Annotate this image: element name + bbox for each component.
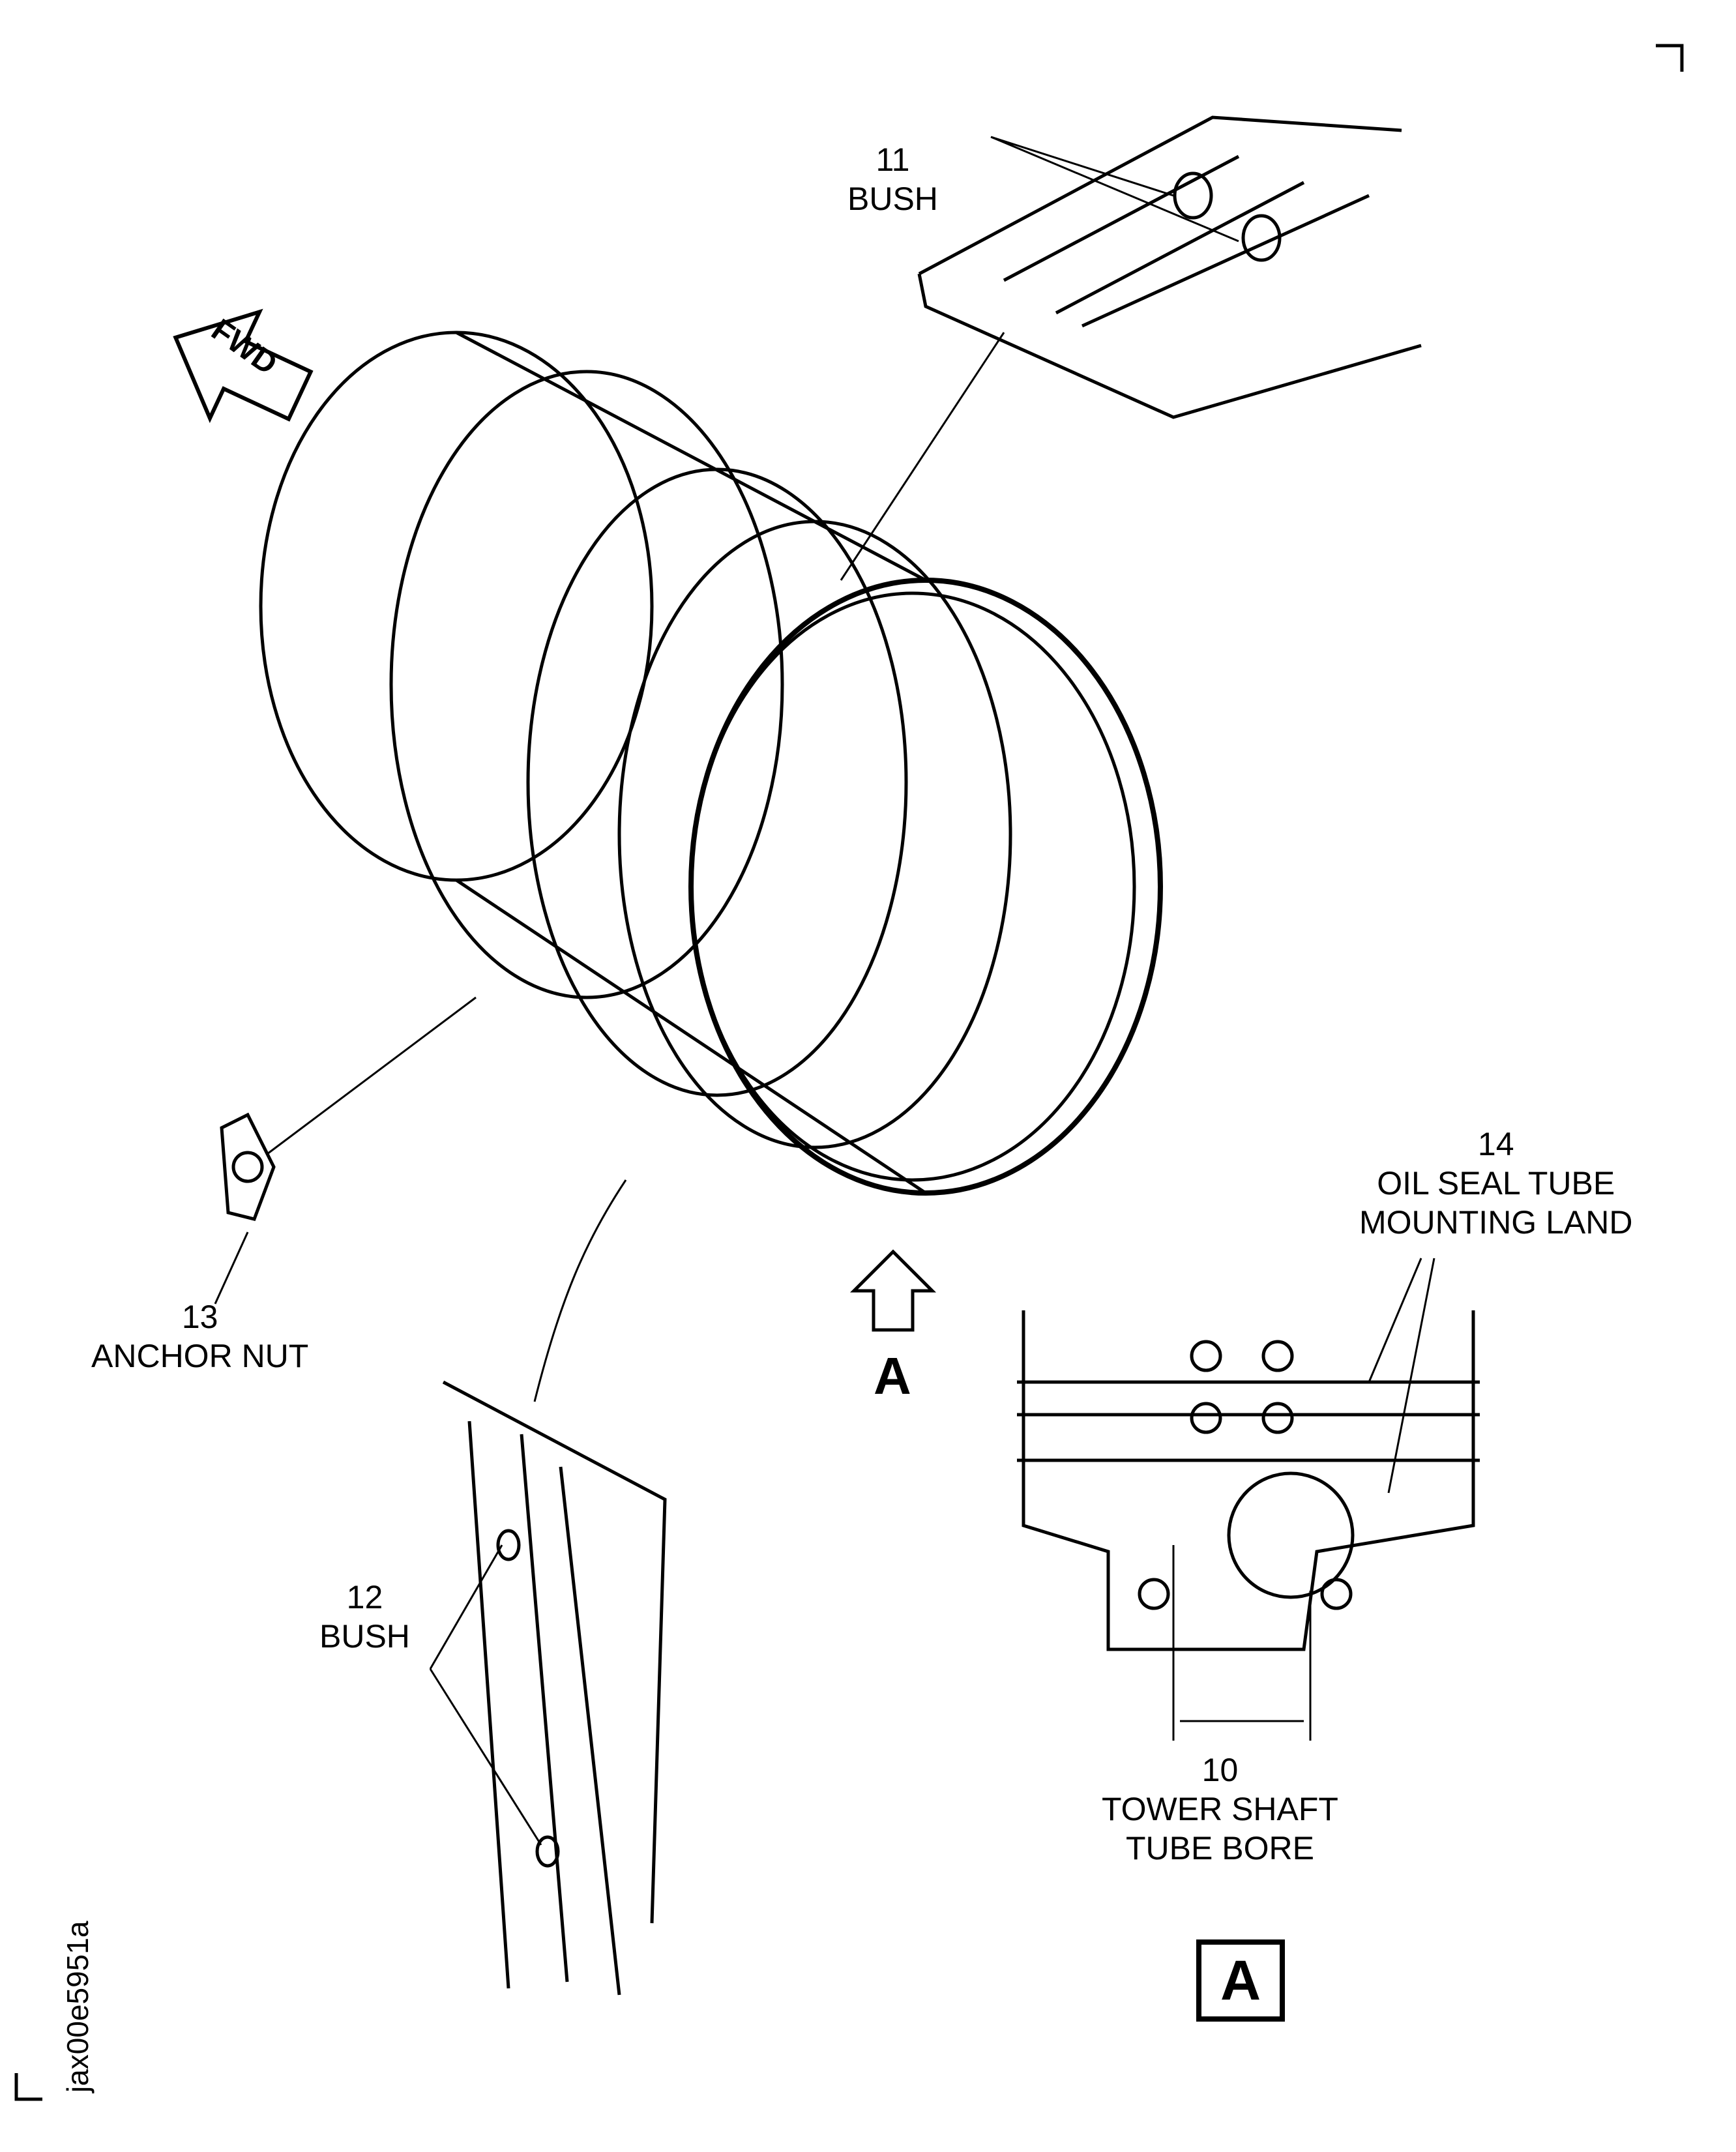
callout-14: 14 OIL SEAL TUBE MOUNTING LAND (1359, 1126, 1633, 1241)
view-arrow-icon (849, 1249, 937, 1332)
fwd-arrow-icon (173, 308, 314, 423)
view-box-label: A (1196, 1939, 1285, 2022)
anchor-nut-icon (214, 996, 477, 1304)
casing-assembly (259, 331, 1163, 1196)
callout-11: 11 BUSH (847, 141, 938, 217)
view-marker: A (874, 1347, 911, 1405)
corner-mark-top-right (1656, 44, 1684, 72)
callout-12: 12 BUSH (319, 1579, 410, 1655)
corner-mark-bottom-left (14, 2073, 42, 2101)
callout-13: 13 ANCHOR NUT (91, 1299, 309, 1374)
upper-flange-detail (840, 115, 1422, 581)
view-a-detail (1017, 1258, 1480, 1741)
callout-10: 10 TOWER SHAFT TUBE BORE (1102, 1752, 1338, 1866)
lower-flange-detail (429, 1179, 667, 1996)
drawing-id: jax00e5951a (61, 1921, 95, 2093)
